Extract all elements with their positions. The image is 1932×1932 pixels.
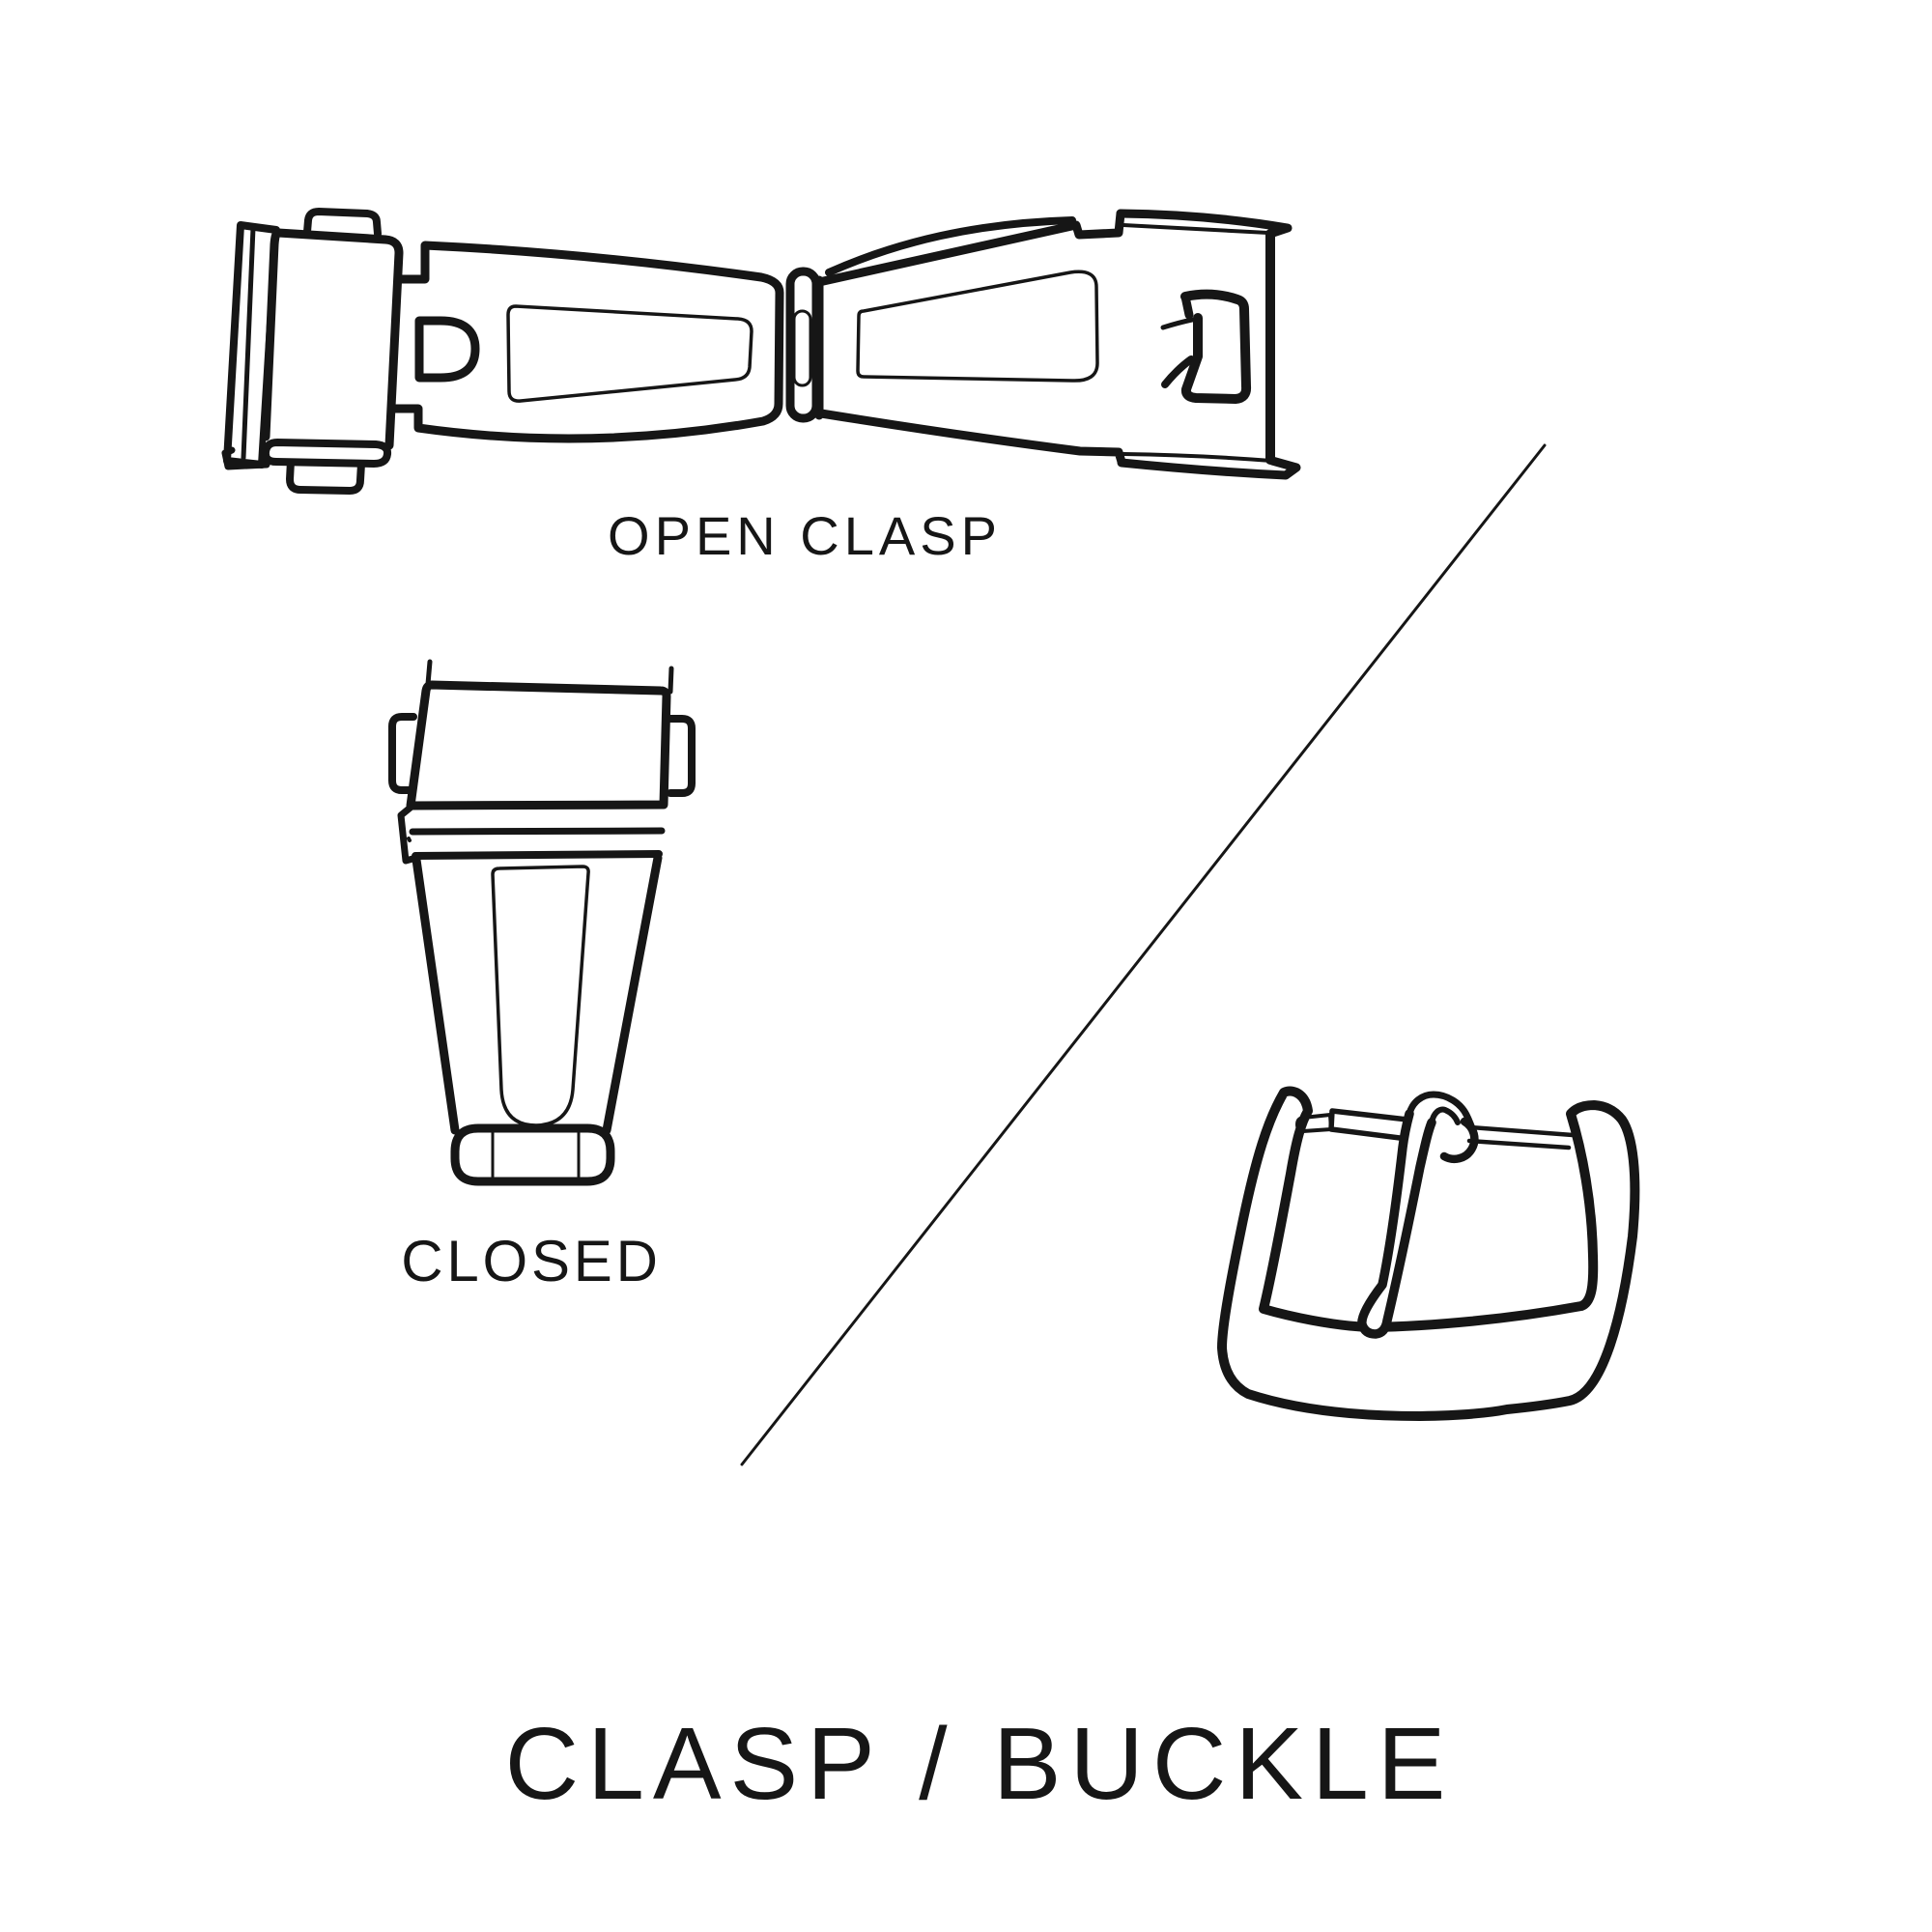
svg-text:OPEN CLASP: OPEN CLASP (608, 505, 1002, 566)
svg-text:CLOSED: CLOSED (401, 1229, 662, 1293)
svg-text:CLASP / BUCKLE: CLASP / BUCKLE (505, 1707, 1455, 1821)
